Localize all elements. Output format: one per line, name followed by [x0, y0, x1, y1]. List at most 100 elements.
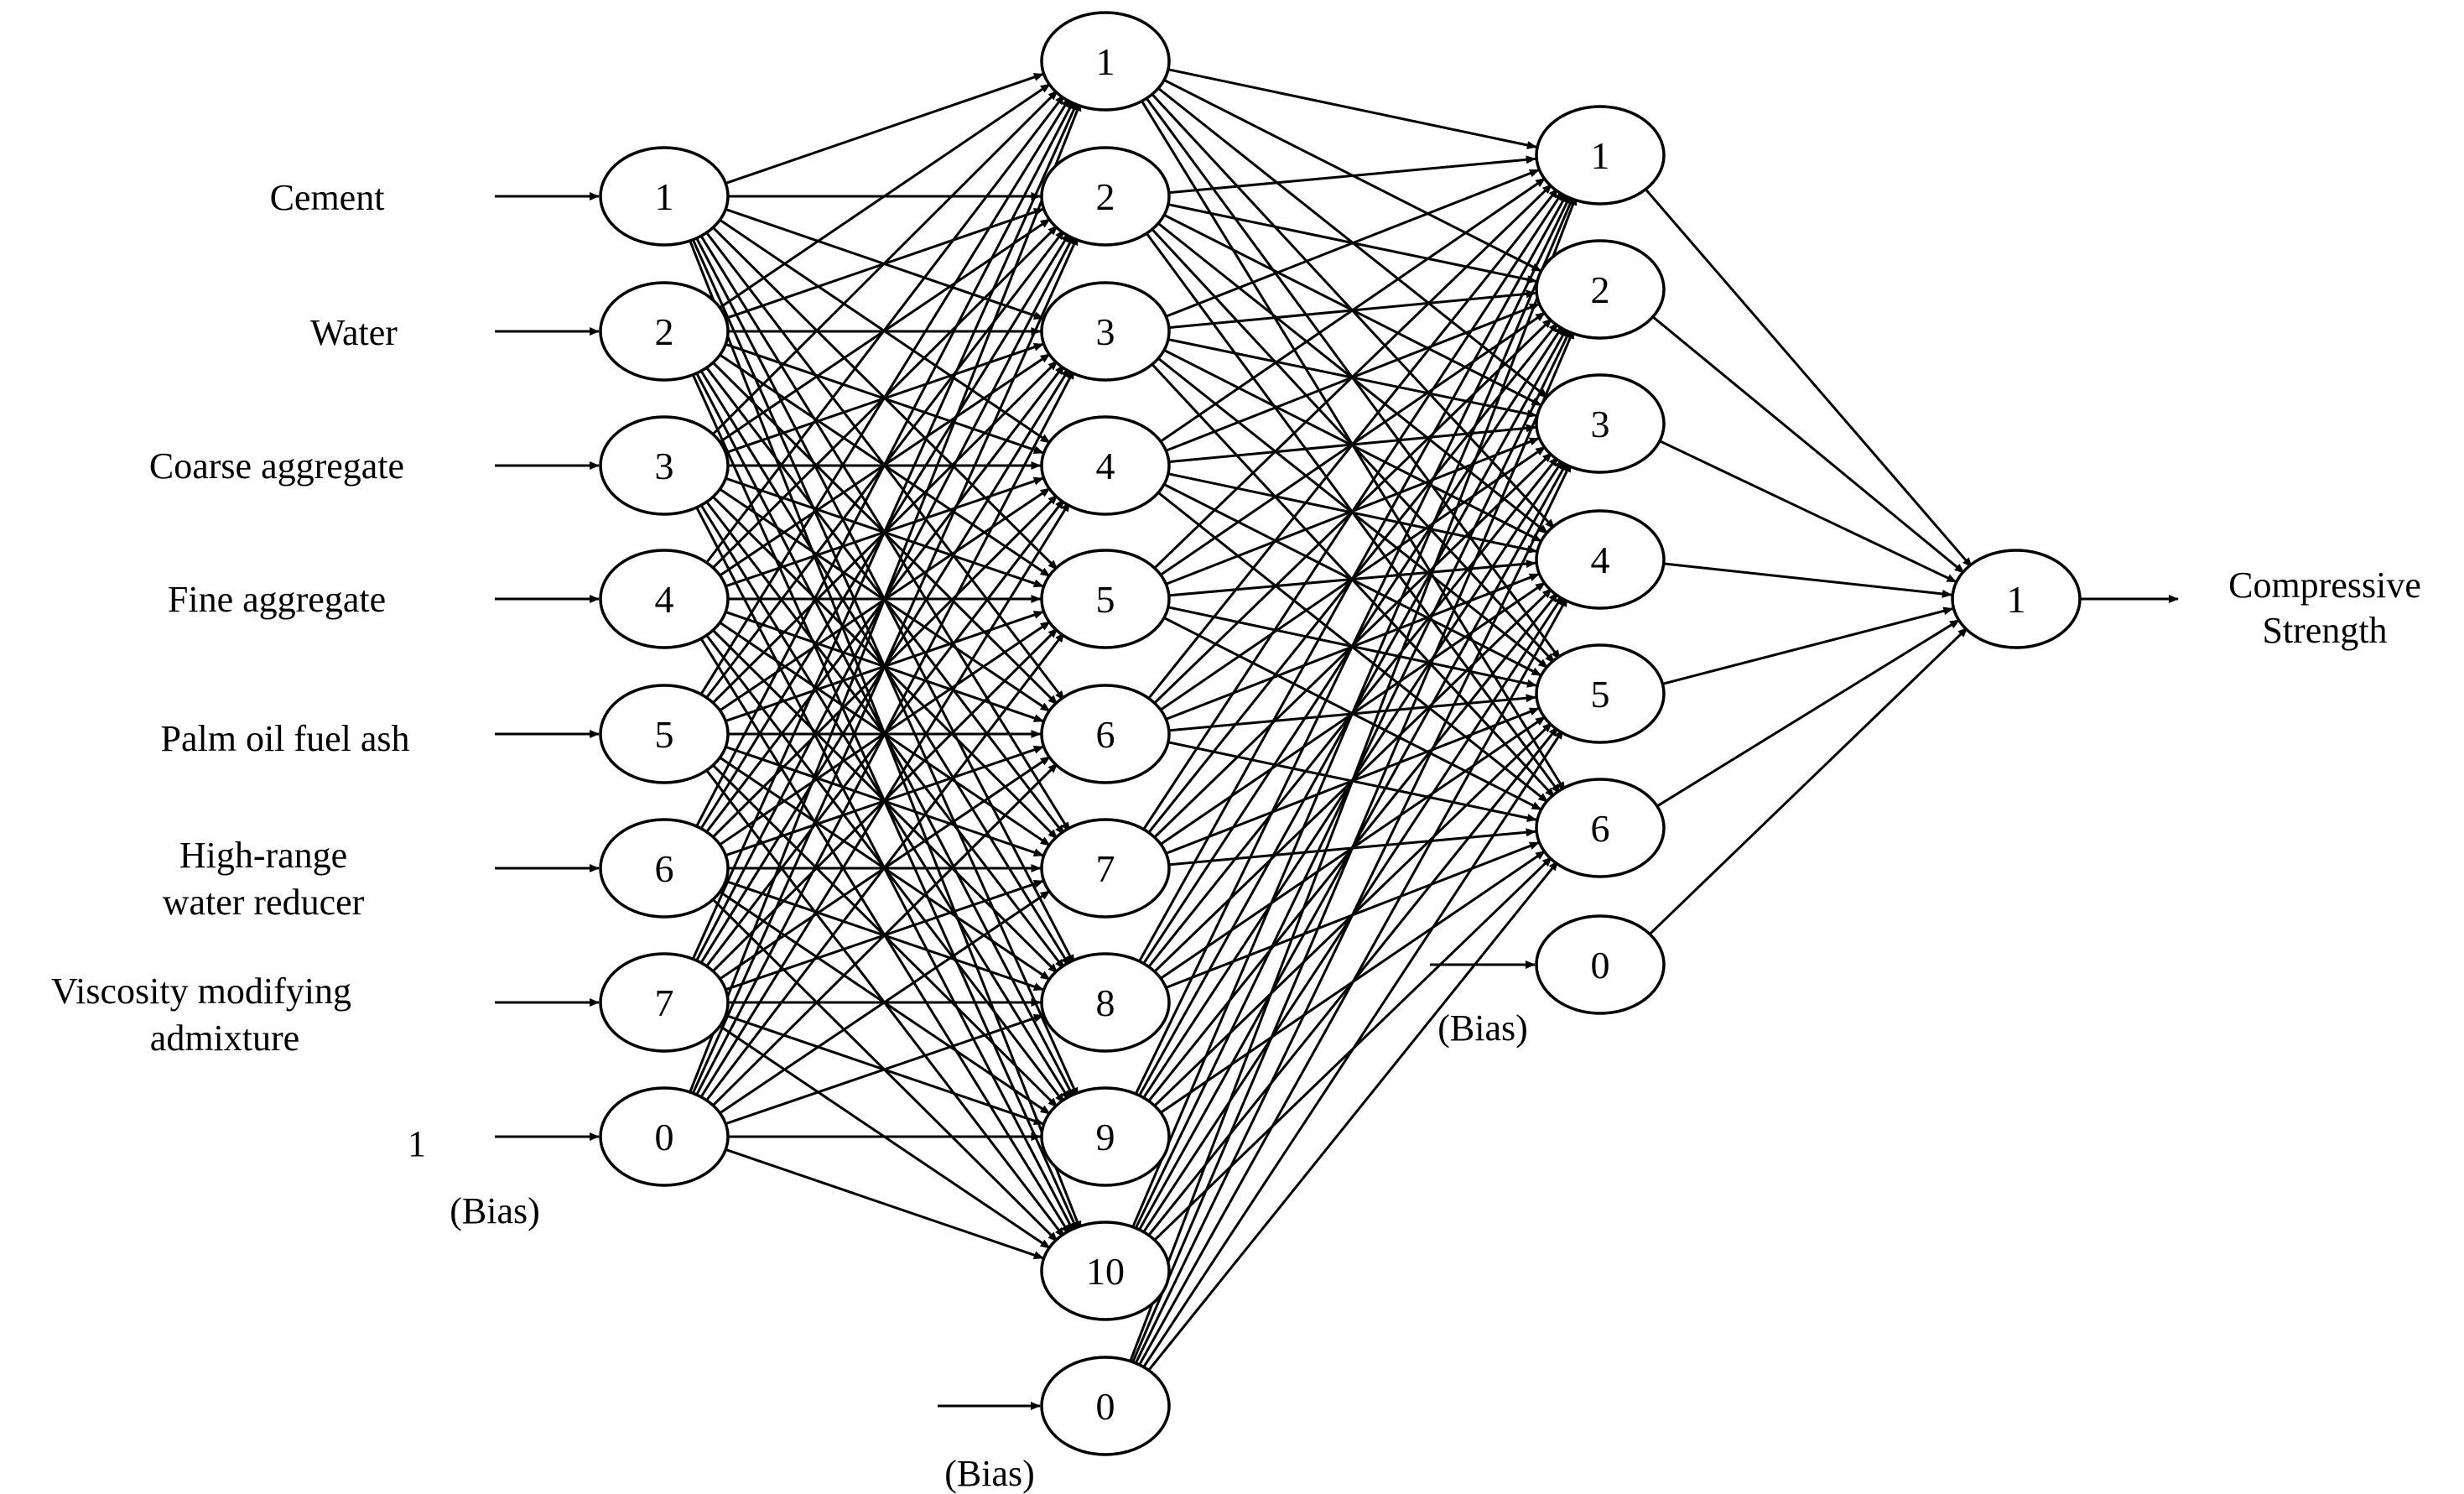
connection-line	[725, 1148, 1044, 1260]
connection-line	[687, 101, 1082, 1097]
node-circle	[1535, 509, 1666, 610]
connection-line	[1141, 190, 1565, 833]
bias-label-hidden1: (Bias)	[944, 1453, 1035, 1494]
input-node-bias: 0	[599, 1086, 730, 1187]
node-label: 3	[1096, 310, 1115, 353]
connection-line	[1650, 314, 1965, 575]
node-circle	[599, 818, 730, 919]
input-node-5: 5	[599, 684, 730, 784]
input-bias-value: 1	[408, 1123, 426, 1164]
hidden2-node-1: 1	[1535, 105, 1666, 206]
node-label: 2	[1096, 175, 1115, 218]
node-circle	[1535, 778, 1666, 878]
node-label: 1	[1096, 40, 1115, 83]
connection-line	[1158, 177, 1546, 444]
node-circle	[1535, 239, 1666, 340]
node-circle	[599, 146, 730, 247]
input-label-fine-aggregate: Fine aggregate	[168, 579, 386, 620]
connection-lines	[687, 68, 1973, 1374]
input-label-viscosity-modifying: Viscosity modifying	[51, 971, 351, 1012]
node-circle	[1535, 914, 1666, 1015]
node-circle	[1040, 818, 1171, 919]
connection-line	[1658, 439, 1957, 584]
node-circle	[1040, 1221, 1171, 1321]
node-label: 0	[1096, 1385, 1115, 1428]
hidden1-node-8: 8	[1040, 952, 1171, 1053]
input-label-high-range: High-range	[179, 835, 347, 876]
node-circle	[1040, 684, 1171, 784]
node-circle	[1535, 105, 1666, 206]
node-circle	[599, 281, 730, 382]
node-circle	[1040, 415, 1171, 516]
connection-line	[1165, 169, 1540, 318]
connection-line	[704, 94, 1066, 566]
node-label: 8	[1096, 981, 1115, 1024]
node-label: 5	[1591, 673, 1610, 716]
node-label: 4	[1591, 539, 1610, 581]
input-label-coarse-aggregate: Coarse aggregate	[149, 445, 404, 487]
connection-line	[1130, 328, 1575, 1366]
node-label: 0	[1591, 944, 1610, 986]
input-node-6: 6	[599, 818, 730, 919]
connection-line	[725, 1013, 1044, 1126]
node-label: 3	[655, 445, 674, 487]
connection-line	[1151, 183, 1553, 571]
node-circle	[1535, 373, 1666, 474]
connection-line	[1136, 596, 1569, 1369]
node-label: 1	[1591, 134, 1610, 177]
hidden1-node-bias: 0	[1040, 1356, 1171, 1456]
input-label-water: Water	[310, 312, 398, 353]
connection-line	[725, 72, 1044, 185]
node-circle	[1040, 1086, 1171, 1187]
node-circle	[1535, 643, 1666, 744]
connection-line	[694, 368, 1076, 1099]
node-label: 7	[1096, 847, 1115, 890]
connection-line	[698, 501, 1071, 1101]
hidden2-node-6: 6	[1535, 778, 1666, 878]
input-label-admixture: admixture	[150, 1018, 299, 1059]
output-label-strength: Strength	[2262, 610, 2387, 651]
node-circle	[1040, 281, 1171, 382]
connection-line	[1146, 187, 1559, 702]
input-node-1: 1	[599, 146, 730, 247]
input-labels: Cement Water Coarse aggregate Fine aggre…	[51, 177, 426, 1164]
connection-line	[1647, 627, 1968, 937]
node-label: 1	[655, 175, 674, 218]
node-label: 5	[655, 713, 674, 756]
hidden1-node-10: 10	[1040, 1221, 1171, 1321]
connection-line	[1168, 155, 1536, 195]
node-circle	[599, 684, 730, 784]
hidden2-node-5: 5	[1535, 643, 1666, 744]
input-label-cement: Cement	[270, 177, 385, 218]
node-label: 4	[655, 578, 674, 621]
connection-line	[1663, 562, 1952, 598]
connection-line	[704, 632, 1066, 1104]
input-node-3: 3	[599, 415, 730, 516]
input-label-water-reducer: water reducer	[163, 882, 365, 923]
connection-line	[717, 83, 1051, 310]
node-label: 7	[655, 981, 674, 1024]
hidden1-node-1: 1	[1040, 11, 1171, 112]
hidden2-node-2: 2	[1535, 239, 1666, 340]
connection-line	[689, 235, 1079, 1098]
node-label: 2	[655, 310, 674, 353]
node-label: 4	[1096, 445, 1115, 487]
connection-line	[1661, 606, 1954, 685]
bias-label-hidden2: (Bias)	[1437, 1007, 1528, 1049]
output-label-compressive: Compressive	[2228, 565, 2421, 606]
input-arrows	[495, 192, 2179, 1410]
node-label: 1	[2007, 578, 2026, 621]
node-label: 2	[1591, 268, 1610, 311]
node-circle	[1040, 952, 1171, 1053]
node-label: 10	[1086, 1250, 1125, 1293]
hidden2-node-bias: 0	[1535, 914, 1666, 1015]
node-circle	[599, 415, 730, 516]
connection-line	[694, 98, 1076, 830]
hidden1-node-5: 5	[1040, 549, 1171, 649]
node-circle	[1040, 549, 1171, 649]
connection-line	[1655, 618, 1960, 809]
node-label: 0	[655, 1116, 674, 1158]
node-circle	[599, 1086, 730, 1187]
